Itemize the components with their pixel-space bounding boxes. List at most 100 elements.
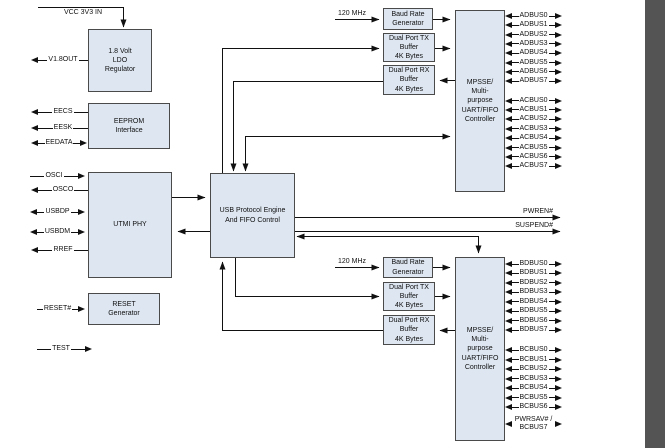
signal-acbus0: ACBUS0 [505,96,563,105]
viewer-gutter[interactable] [645,0,665,448]
arrow-left-icon [31,109,38,115]
signal-label: ADBUS4 [519,49,548,57]
signal-label: ACBUS6 [519,152,548,160]
signal-label: OSCO [52,186,74,193]
arrow-right-icon [78,229,85,235]
arrow-right-icon [555,366,563,372]
arrow-right-icon [555,125,563,132]
signal-label: ACBUS3 [519,124,548,132]
arrow-right-icon [80,140,87,146]
arrow-left-icon [31,57,38,63]
arrow-right-icon [555,135,563,142]
signal-label: BDBUS0 [519,260,548,267]
signal-label: BDBUS3 [519,288,548,296]
arrow-right-icon [555,289,563,296]
arrow-right-icon [555,78,563,85]
block-tx-buffer-a: Dual Port TX Buffer 4K Bytes [383,33,435,62]
arrow-left-icon [505,106,512,113]
signal-label: BCBUS2 [519,365,548,372]
arrow-right-icon [555,106,563,113]
signal-label: RESET# [43,305,72,312]
arrow-left-icon [505,31,512,38]
arrow-left-icon [505,135,512,142]
signal-acbus4: ACBUS4 [505,134,563,143]
label-pwren: PWREN# [523,208,553,215]
signal-label: BDBUS1 [519,269,548,277]
arrow-left-icon [505,261,512,267]
signal-label: BCBUS6 [519,403,548,410]
arrow-right-icon [555,261,563,267]
signal-label: ACBUS7 [519,162,548,170]
arrow-right-icon [555,317,563,324]
arrow-left-icon [31,125,38,131]
signal-bcbus2: BCBUS2 [505,365,563,374]
signal-label: ACBUS1 [519,105,548,113]
arrow-left-icon [31,187,38,193]
signal-label: EESK [53,124,73,131]
block-rx-buffer-b: Dual Port RX Buffer 4K Bytes [383,315,435,345]
signal-label: ADBUS5 [519,58,548,66]
wire-usb-to-txbuf-b [235,258,380,300]
signal-osci: OSCI [30,172,85,181]
signal-label: ADBUS3 [519,39,548,47]
signal-acbus5: ACBUS5 [505,143,563,152]
signal-label: ADBUS0 [519,12,548,19]
block-baud-rate-generator-b: Baud Rate Generator [383,257,433,278]
arrow-left-icon [505,289,512,296]
wire-rxbuf-a-to-usb [230,81,383,172]
arrow-right-icon [555,347,563,353]
arrow-left-icon [505,116,512,123]
arrow-left-icon [505,97,512,104]
block-usb-protocol-engine: USB Protocol Engine And FIFO Control [210,173,295,258]
arrow-left-icon [505,153,512,160]
block-label: Dual Port TX Buffer 4K Bytes [389,34,429,61]
signal-label: OSCI [45,172,63,179]
arrow-left-icon [505,270,512,277]
signal-bdbus2: BDBUS2 [505,278,563,287]
signal-label: EEDATA [45,139,73,146]
wire-usb-mpsse-b [296,233,482,254]
signal-bcbus0: BCBUS0 [505,346,563,355]
block-mpsse-controller-a: MPSSE/ Multi- purpose UART/FIFO Controll… [455,10,505,192]
signal-label: USBDP [45,208,70,215]
block-ldo-regulator: 1.8 Volt LDO Regulator [88,29,152,92]
signal-label: ACBUS2 [519,115,548,123]
block-label: Baud Rate Generator [391,259,425,276]
arrow-right-icon [555,356,563,363]
arrow-left-icon [505,375,512,382]
wire-rxbuf-b-to-usb [219,261,383,331]
arrow-right-icon [555,279,563,286]
signal-acbus6: ACBUS6 [505,152,563,161]
signal-adbus6: ADBUS6 [505,67,563,76]
signal-reset: RESET# [37,305,86,314]
signal-usbdm: USBDM [30,228,85,237]
signal-bcbus1: BCBUS1 [505,355,563,364]
block-label: Dual Port RX Buffer 4K Bytes [388,67,430,93]
signal-label: EECS [53,108,73,115]
signal-bdbus7: BDBUS7 [505,326,563,335]
label-120mhz-bottom: 120 MHz [337,258,366,265]
arrow-right-icon [78,306,86,312]
signal-bdbus6: BDBUS6 [505,316,563,325]
block-tx-buffer-b: Dual Port TX Buffer 4K Bytes [383,282,435,311]
arrow-left-icon [505,78,512,85]
signal-bcbus5: BCBUS5 [505,393,563,402]
signal-label: ADBUS7 [519,77,548,85]
arrow-right-icon [555,50,563,57]
signal-label: BDBUS4 [519,297,548,305]
signal-bdbus0: BDBUS0 [505,260,563,269]
signal-bcbus4: BCBUS4 [505,384,563,393]
signal-pwrsav-bcbus7: PWRSAV# / BCBUS7 [505,415,562,432]
block-label: UTMI PHY [113,221,147,229]
signal-rref: RREF [31,246,88,255]
signal-label: ACBUS0 [519,96,548,104]
block-label: 1.8 Volt LDO Regulator [104,47,136,74]
wire-usb-mpsse-a [242,133,451,172]
signal-label: V1.8OUT [48,56,78,63]
arrow-right-icon [555,298,563,305]
arrow-left-icon [505,298,512,305]
signal-acbus1: ACBUS1 [505,105,563,114]
arrow-right-icon [555,144,563,151]
signal-adbus0: ADBUS0 [505,12,563,21]
